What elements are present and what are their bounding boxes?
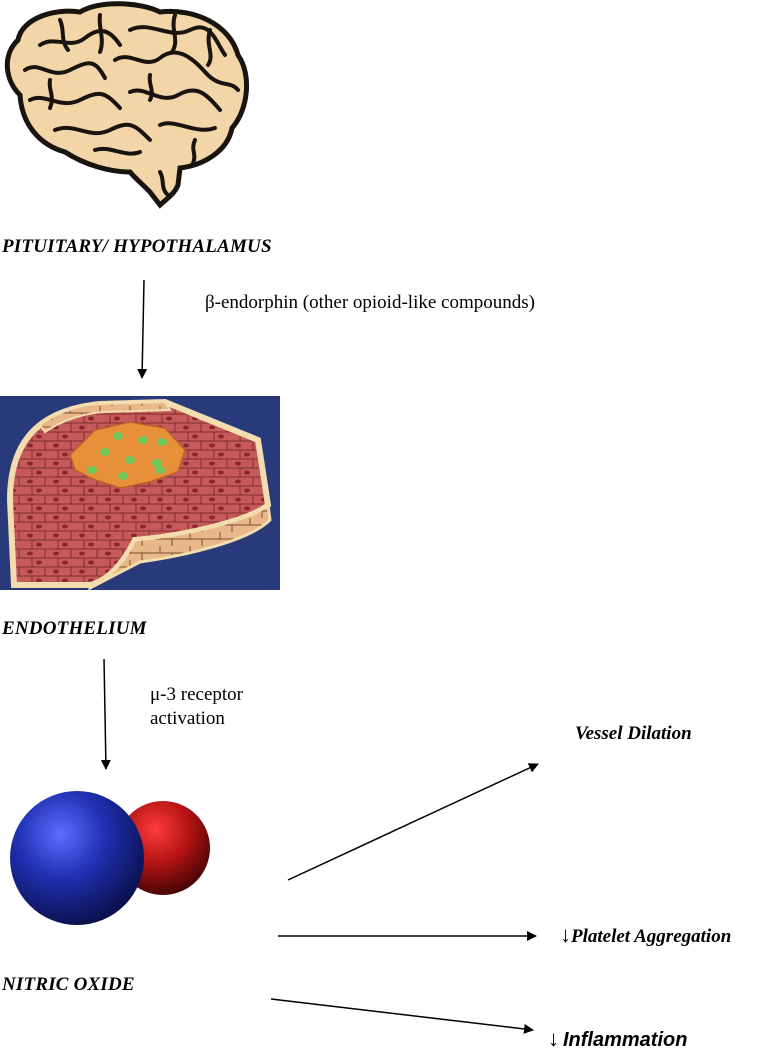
down-arrow-icon: ↓	[560, 922, 571, 947]
activation-label: activation	[150, 708, 225, 729]
down-arrow-icon: ↓	[548, 1026, 559, 1051]
arrow-to-vessel-dilation	[287, 763, 539, 881]
arrow-pituitary-to-endothelium	[137, 279, 148, 379]
platelet-outcome: ↓Platelet Aggregation	[560, 922, 731, 948]
inflammation-outcome: ↓Inflammation	[548, 1026, 687, 1052]
nitric-oxide-molecule	[10, 791, 210, 925]
pituitary-hypothalamus-label: PITUITARY/ HYPOTHALAMUS	[2, 236, 272, 257]
vessel-dilation-label: Vessel Dilation	[575, 723, 692, 744]
blood-vessel-image	[0, 396, 280, 590]
inflammation-label: Inflammation	[563, 1029, 688, 1051]
beta-endorphin-label: β-endorphin (other opioid-like compounds…	[205, 292, 535, 313]
endothelium-label: ENDOTHELIUM	[2, 618, 147, 639]
arrow-to-inflammation	[270, 998, 534, 1034]
mu3-receptor-label: μ-3 receptor	[150, 684, 243, 705]
arrow-endothelium-to-no	[100, 658, 111, 770]
nitric-oxide-label: NITRIC OXIDE	[2, 974, 135, 995]
brain-image	[4, 1, 250, 209]
platelet-aggregation-label: Platelet Aggregation	[571, 926, 732, 947]
